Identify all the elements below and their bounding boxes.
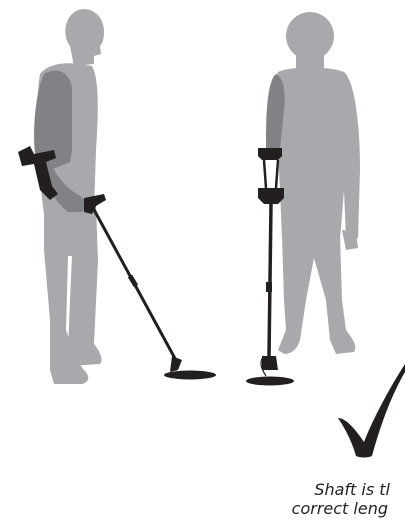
caption-line-2: correct leng <box>250 499 405 518</box>
caption-text: Shaft is tl correct leng <box>250 480 405 518</box>
checkmark-icon <box>338 364 405 458</box>
person-right-silhouette <box>276 12 361 354</box>
caption-line-1: Shaft is tl <box>250 480 405 499</box>
